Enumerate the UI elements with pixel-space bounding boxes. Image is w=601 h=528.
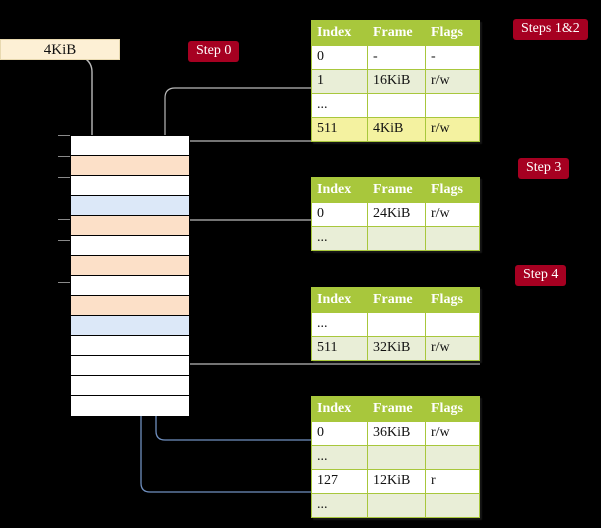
cell-flags (425, 445, 480, 470)
memory-frame-row (71, 196, 189, 216)
memory-frame-row (71, 356, 189, 376)
cell-index: 0 (311, 202, 368, 227)
cell-frame: 36KiB (367, 421, 426, 446)
cell-frame: 24KiB (367, 202, 426, 227)
cell-index: 511 (311, 336, 368, 361)
cell-flags: r/w (425, 421, 480, 446)
memory-tick (58, 219, 70, 220)
column-header-flags: Flags (425, 396, 480, 422)
badge-steps-1-2: Steps 1&2 (513, 19, 588, 40)
physical-memory-column (70, 135, 190, 416)
memory-frame-row (71, 296, 189, 316)
memory-frame-row (71, 216, 189, 236)
cell-flags (425, 226, 480, 251)
memory-tick (58, 135, 70, 136)
table-row: 0-- (311, 45, 480, 70)
table-row: ... (311, 93, 480, 118)
cell-flags: r/w (425, 69, 480, 94)
cell-frame: 12KiB (367, 469, 426, 494)
memory-frame-row (71, 256, 189, 276)
memory-frame-row (71, 136, 189, 156)
cell-index: ... (311, 312, 368, 337)
cell-index: 0 (311, 45, 368, 70)
table-row: ... (311, 226, 480, 251)
column-header-index: Index (311, 396, 368, 422)
wire-l0-4kib (169, 140, 480, 162)
memory-frame-row (71, 236, 189, 256)
memory-frame-row (71, 316, 189, 336)
column-header-frame: Frame (367, 20, 426, 46)
table-row: ... (311, 445, 480, 470)
cell-flags: - (425, 45, 480, 70)
cell-frame: 32KiB (367, 336, 426, 361)
memory-tick (58, 240, 70, 241)
cell-index: 0 (311, 421, 368, 446)
column-header-index: Index (311, 20, 368, 46)
table-row: ... (311, 493, 480, 518)
table-row: ... (311, 312, 480, 337)
memory-frame-row (71, 276, 189, 296)
cell-flags: r/w (425, 202, 480, 227)
cell-frame (367, 312, 426, 337)
memory-frame-row (71, 396, 189, 416)
cell-frame (367, 445, 426, 470)
cell-frame (367, 493, 426, 518)
badge-step-0: Step 0 (188, 41, 240, 62)
column-header-flags: Flags (425, 20, 480, 46)
cell-flags (425, 93, 480, 118)
cell-frame (367, 93, 426, 118)
column-header-flags: Flags (425, 177, 480, 203)
cell-index: 1 (311, 69, 368, 94)
cell-frame: 16KiB (367, 69, 426, 94)
column-header-frame: Frame (367, 287, 426, 313)
column-header-index: Index (311, 177, 368, 203)
cell-frame: 4KiB (367, 117, 426, 142)
cell-flags: r (425, 469, 480, 494)
cell-index: 127 (311, 469, 368, 494)
cell-flags: r/w (425, 117, 480, 142)
column-header-frame: Frame (367, 177, 426, 203)
memory-tick (58, 177, 70, 178)
cell-frame: - (367, 45, 426, 70)
cell-index: ... (311, 445, 368, 470)
memory-frame-row (71, 156, 189, 176)
badge-step-4: Step 4 (515, 265, 567, 286)
cell-frame (367, 226, 426, 251)
column-header-index: Index (311, 287, 368, 313)
cell-index: 511 (311, 117, 368, 142)
cell-index: ... (311, 226, 368, 251)
cell-index: ... (311, 493, 368, 518)
cell-flags: r/w (425, 336, 480, 361)
column-header-flags: Flags (425, 287, 480, 313)
cell-index: ... (311, 93, 368, 118)
memory-frame-row (71, 176, 189, 196)
column-header-frame: Frame (367, 396, 426, 422)
cell-flags (425, 493, 480, 518)
memory-tick (58, 282, 70, 283)
memory-frame-label: 4KiB (0, 39, 120, 60)
memory-frame-row (71, 336, 189, 356)
badge-step-3: Step 3 (518, 158, 570, 179)
memory-tick (58, 156, 70, 157)
cell-flags (425, 312, 480, 337)
memory-frame-row (71, 376, 189, 396)
